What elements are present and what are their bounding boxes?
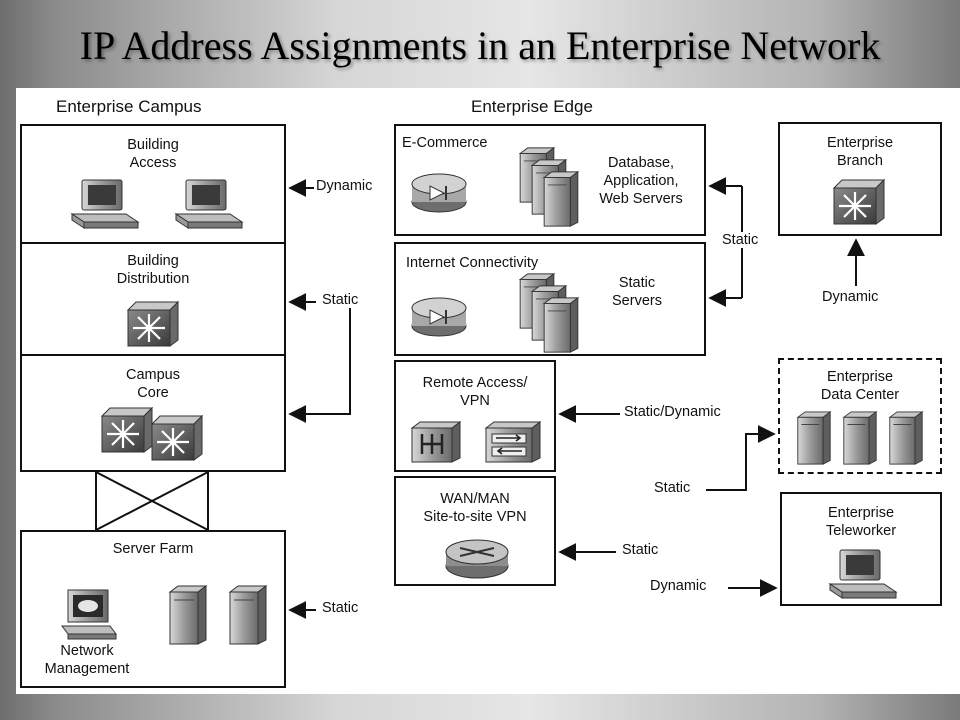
internet-connectivity-label: Internet Connectivity — [406, 255, 539, 271]
vpn-concentrator-icon — [484, 420, 542, 464]
remote-access-vpn-box: Remote Access/VPN — [394, 360, 556, 472]
pc-icon — [172, 178, 246, 234]
firewall-icon — [410, 170, 468, 214]
assignment-data-center: Static — [652, 480, 693, 496]
ecommerce-box: E-Commerce Database,Application,Web Serv… — [394, 124, 706, 236]
assignment-branch: Dynamic — [820, 289, 881, 305]
pc-icon — [68, 178, 142, 234]
arrow-static-core — [288, 302, 351, 423]
server-icon — [796, 410, 832, 466]
multilayer-switch-icon — [150, 414, 204, 462]
server-icon — [228, 584, 268, 646]
assignment-access: Dynamic — [314, 178, 375, 194]
ecommerce-servers-label: Database,Application,Web Servers — [599, 155, 683, 207]
server-farm-label: Server Farm — [112, 541, 194, 557]
firewall-icon — [410, 420, 462, 464]
diagram-panel: Enterprise Campus Enterprise Edge Buildi… — [16, 88, 960, 694]
router-icon — [444, 536, 510, 580]
network-management-icon — [60, 588, 118, 642]
assignment-distribution: Static — [320, 292, 361, 308]
page-title: IP Address Assignments in an Enterprise … — [79, 23, 881, 68]
assignment-wan: Static — [620, 542, 661, 558]
server-icon — [842, 410, 878, 466]
multilayer-switch-icon — [100, 406, 154, 454]
server-icon — [518, 272, 582, 356]
assignment-server-farm: Static — [320, 600, 361, 616]
arrow-static-data-center — [706, 425, 776, 491]
ecommerce-label: E-Commerce — [402, 135, 488, 151]
server-icon — [888, 410, 924, 466]
pc-icon — [826, 548, 900, 604]
multilayer-switch-icon — [832, 178, 886, 226]
server-icon — [518, 146, 582, 230]
firewall-icon — [410, 294, 468, 338]
multilayer-switch-icon — [126, 300, 180, 348]
assignment-remote-access: Static/Dynamic — [622, 404, 723, 420]
section-enterprise-edge: Enterprise Edge — [471, 97, 593, 116]
server-icon — [168, 584, 208, 646]
assignment-edge-servers: Static — [720, 232, 761, 248]
assignment-teleworker: Dynamic — [648, 578, 709, 594]
section-enterprise-campus: Enterprise Campus — [56, 97, 202, 116]
remote-access-label: Remote Access/VPN — [422, 375, 528, 409]
